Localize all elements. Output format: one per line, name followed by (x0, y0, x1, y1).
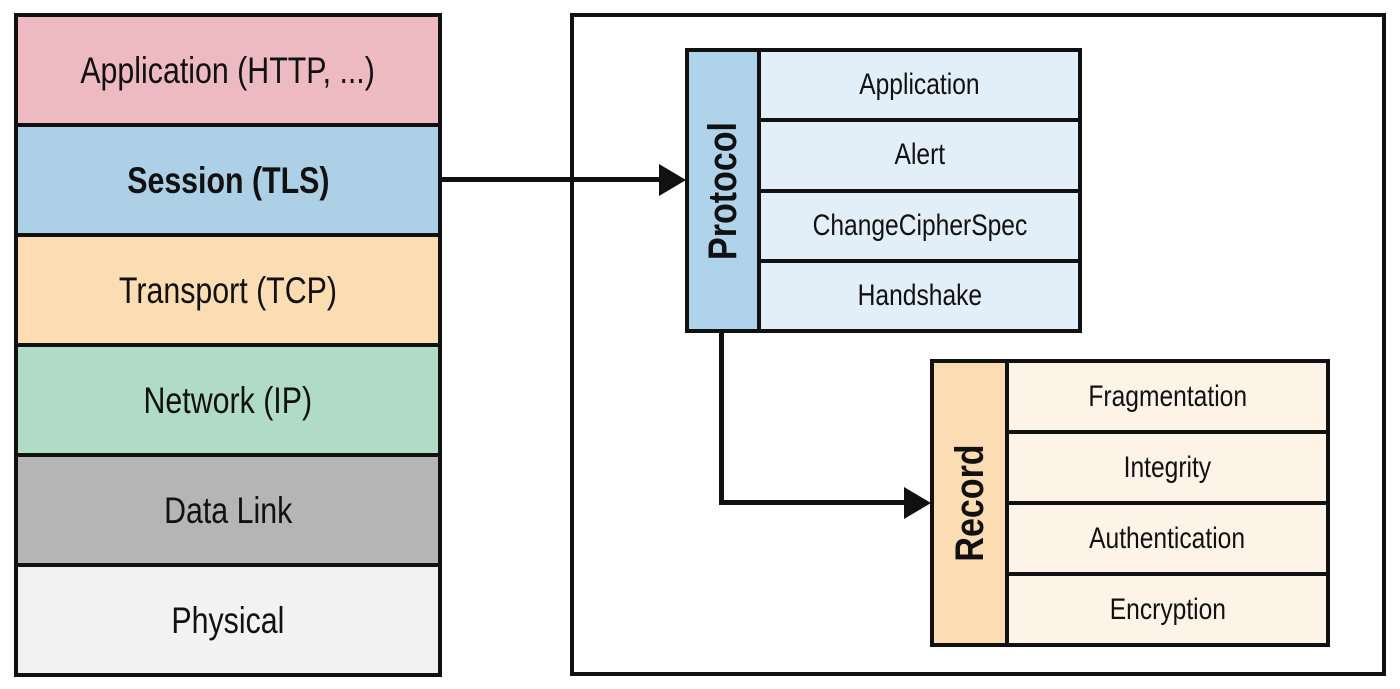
protocol-row-application-label: Application (859, 68, 980, 102)
record-row-integrity-label: Integrity (1123, 450, 1212, 484)
protocol-row-handshake: Handshake (761, 258, 1078, 329)
layer-transport: Transport (TCP) (18, 233, 438, 343)
record-label: Record (947, 444, 992, 562)
record-row-fragmentation-label: Fragmentation (1088, 379, 1247, 413)
record-row-authentication-label: Authentication (1089, 521, 1246, 555)
record-row-fragmentation: Fragmentation (1009, 363, 1326, 430)
arrow-session-to-protocol-line (442, 177, 664, 182)
record-row-encryption: Encryption (1009, 572, 1326, 643)
protocol-row-changecipherspec-label: ChangeCipherSpec (812, 208, 1027, 242)
protocol-row-alert: Alert (761, 118, 1078, 189)
protocol-row-application: Application (761, 52, 1078, 119)
protocol-row-changecipherspec: ChangeCipherSpec (761, 188, 1078, 259)
record-row-encryption-label: Encryption (1109, 592, 1226, 626)
layer-datalink: Data Link (18, 453, 438, 563)
protocol-label: Protocol (701, 121, 746, 260)
arrow-protocol-to-record-head-icon (904, 487, 931, 519)
osi-stack: Application (HTTP, ...) Session (TLS) Tr… (14, 13, 442, 677)
arrow-protocol-to-record-vertical-line (719, 333, 724, 505)
layer-physical-label: Physical (171, 599, 285, 641)
protocol-rows: Application Alert ChangeCipherSpec Hands… (761, 52, 1078, 329)
layer-application: Application (HTTP, ...) (18, 17, 438, 123)
protocol-row-alert-label: Alert (894, 138, 945, 172)
protocol-label-column: Protocol (689, 52, 761, 329)
protocol-group-box: Protocol Application Alert ChangeCipherS… (685, 48, 1082, 333)
arrow-protocol-to-record-horizontal-line (719, 500, 907, 505)
layer-datalink-label: Data Link (163, 489, 293, 531)
record-rows: Fragmentation Integrity Authentication E… (1009, 363, 1326, 643)
protocol-row-handshake-label: Handshake (857, 278, 982, 312)
layer-network-label: Network (IP) (143, 379, 313, 421)
layer-physical: Physical (18, 563, 438, 673)
arrow-session-to-protocol-head-icon (659, 164, 686, 196)
layer-session-tls: Session (TLS) (18, 123, 438, 233)
record-label-column: Record (934, 363, 1009, 643)
layer-session-tls-label: Session (TLS) (126, 159, 330, 201)
record-row-integrity: Integrity (1009, 430, 1326, 501)
layer-transport-label: Transport (TCP) (118, 269, 338, 311)
layer-network: Network (IP) (18, 343, 438, 453)
record-group-box: Record Fragmentation Integrity Authentic… (930, 359, 1330, 647)
record-row-authentication: Authentication (1009, 501, 1326, 572)
layer-application-label: Application (HTTP, ...) (80, 49, 376, 91)
